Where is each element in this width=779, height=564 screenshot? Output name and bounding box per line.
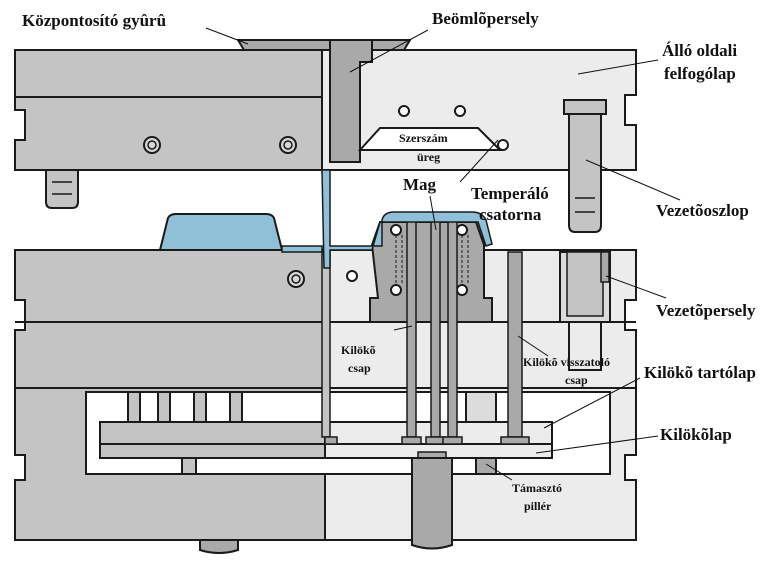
molded-part	[158, 169, 493, 269]
label-ejector-retainer: Kilökõ tartólap	[644, 363, 756, 382]
label-locating-ring: Központosító gyûrû	[22, 11, 166, 30]
label-support-pillar-1: Támasztó	[512, 481, 562, 495]
label-return-pin-1: Kilökõ visszatoló	[523, 355, 610, 369]
guide-pillar-right	[563, 99, 607, 233]
label-support-pillar-2: pillér	[524, 499, 552, 513]
ejector-pin	[447, 214, 458, 438]
cooling-channel	[497, 139, 509, 151]
mold-cavity	[357, 127, 503, 151]
cooling-channel	[398, 105, 410, 117]
label-fixed-clamping-plate-2: felfogólap	[664, 64, 736, 83]
label-return-pin-2: csap	[565, 373, 588, 387]
label-cooling-2: csatorna	[479, 205, 542, 224]
label-ejector-pin-1: Kilökõ	[341, 343, 376, 357]
screw-icon	[279, 136, 297, 154]
label-guide-pillar: Vezetõoszlop	[656, 201, 749, 220]
leader-lines	[205, 27, 681, 481]
label-ejector-pin-2: csap	[348, 361, 371, 375]
labels: Központosító gyûrû Beömlõpersely Álló ol…	[22, 9, 756, 513]
return-pin	[507, 251, 523, 438]
guide-pillar-left	[45, 169, 79, 209]
support-pillar	[475, 457, 497, 475]
stationary-half	[14, 39, 637, 233]
sprue-bushing	[329, 39, 373, 163]
label-ejector-plate: Kilökõlap	[660, 425, 732, 444]
locating-ring	[236, 39, 412, 51]
screw-icon	[143, 136, 161, 154]
label-core: Mag	[403, 175, 437, 194]
cooling-channel	[454, 105, 466, 117]
screw-icon	[287, 270, 305, 288]
guide-bushing	[559, 251, 611, 371]
fixed-plate-left-section	[14, 49, 323, 171]
label-fixed-clamping-plate: Álló oldali	[662, 41, 737, 60]
ejector-rod	[411, 457, 453, 550]
label-cavity-2: üreg	[417, 150, 440, 164]
ejector-pin	[430, 214, 441, 438]
moving-half	[14, 214, 637, 554]
sprue-runner	[321, 169, 493, 269]
label-guide-bushing: Vezetõpersely	[656, 301, 756, 320]
label-sprue-bushing: Beömlõpersely	[432, 9, 539, 28]
label-cavity-1: Szerszám	[399, 131, 448, 145]
label-cooling-1: Temperáló	[471, 184, 549, 203]
